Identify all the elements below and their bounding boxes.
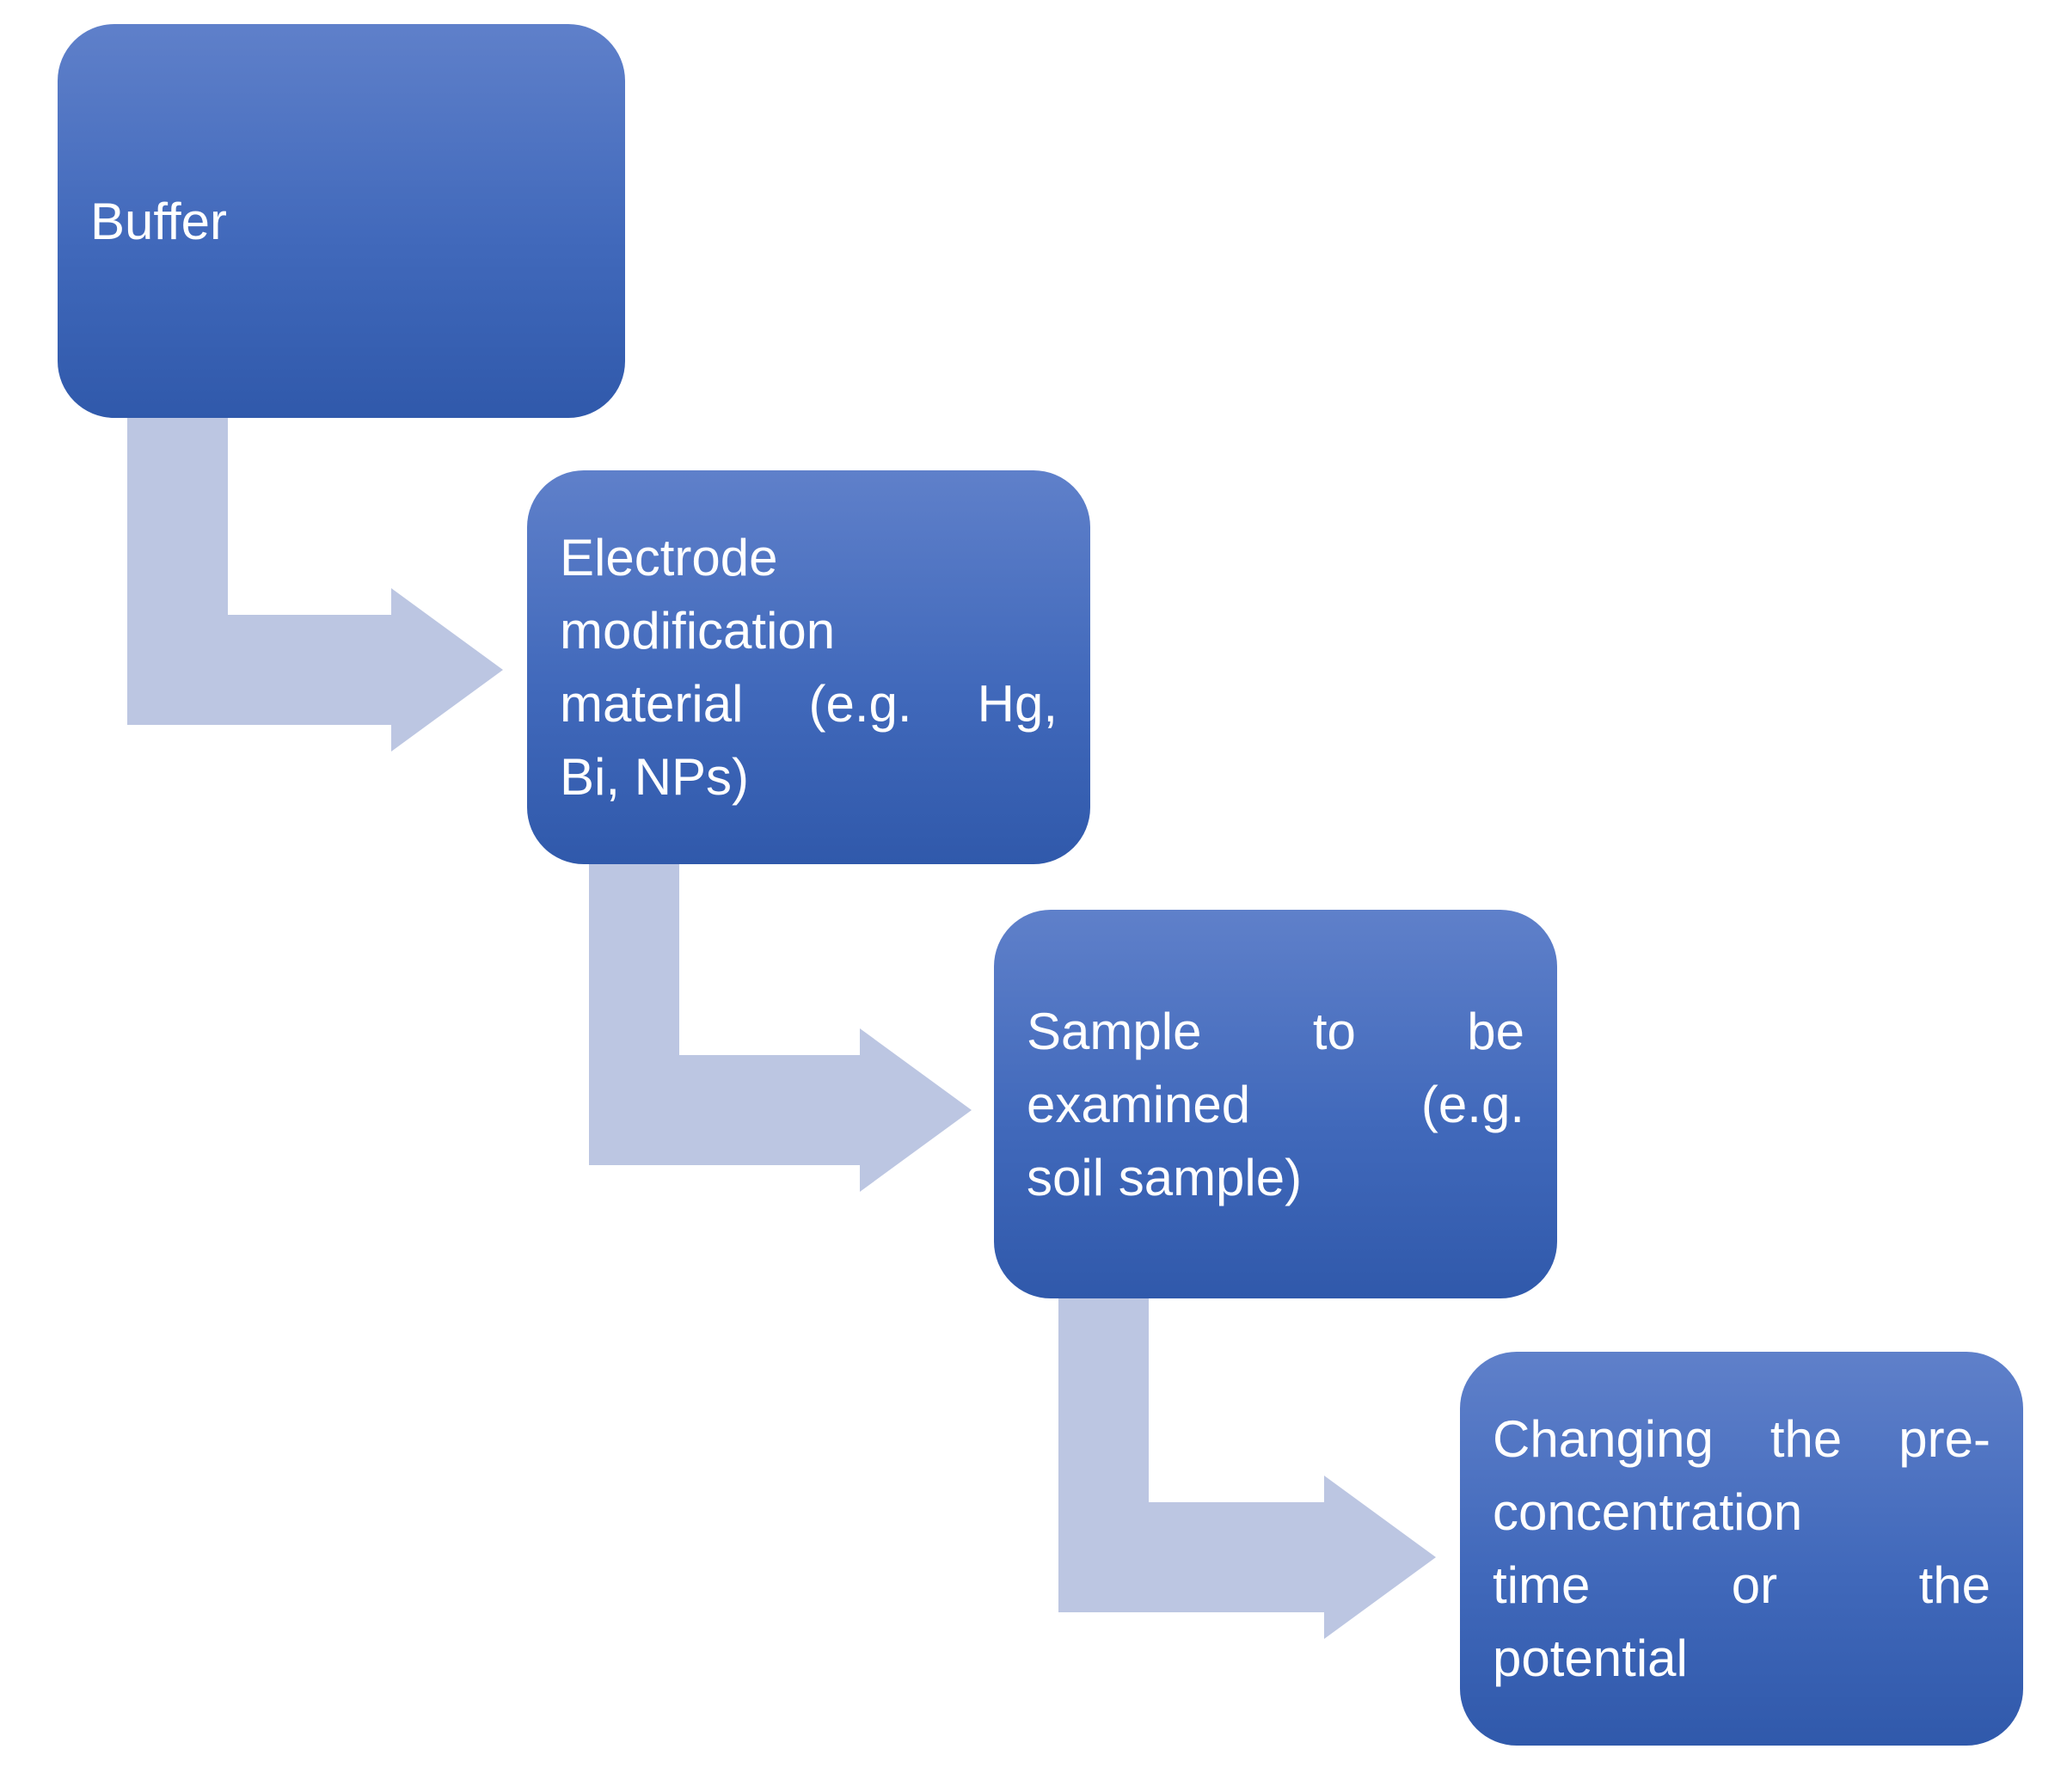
- box-line: Electrode: [560, 529, 778, 586]
- elbow-arrow-icon-1: [127, 413, 503, 752]
- flow-box-buffer: Buffer: [58, 24, 625, 418]
- box-line: concentration: [1493, 1483, 1803, 1541]
- flow-box-electrode-modification: Electrode modification material (e.g. Hg…: [527, 470, 1090, 864]
- elbow-arrow-icon-3: [1058, 1294, 1436, 1639]
- box-line: Changing the pre-: [1493, 1410, 1990, 1468]
- box-line: examined (e.g.: [1027, 1075, 1524, 1133]
- box-line: material (e.g. Hg,: [560, 675, 1058, 733]
- box-line: time or the: [1493, 1556, 1990, 1614]
- elbow-arrow-icon-2: [589, 860, 972, 1192]
- box-line: Sample to be: [1027, 1002, 1524, 1060]
- flow-box-preconcentration: Changing the pre- concentration time or …: [1460, 1352, 2023, 1746]
- flow-box-sample-to-be-examined: Sample to be examined (e.g. soil sample): [994, 910, 1557, 1298]
- box-line: modification: [560, 602, 836, 660]
- box-line: soil sample): [1027, 1148, 1303, 1206]
- box-line: Buffer: [90, 192, 227, 250]
- box-line: potential: [1493, 1629, 1688, 1687]
- box-line: Bi, NPs): [560, 748, 750, 806]
